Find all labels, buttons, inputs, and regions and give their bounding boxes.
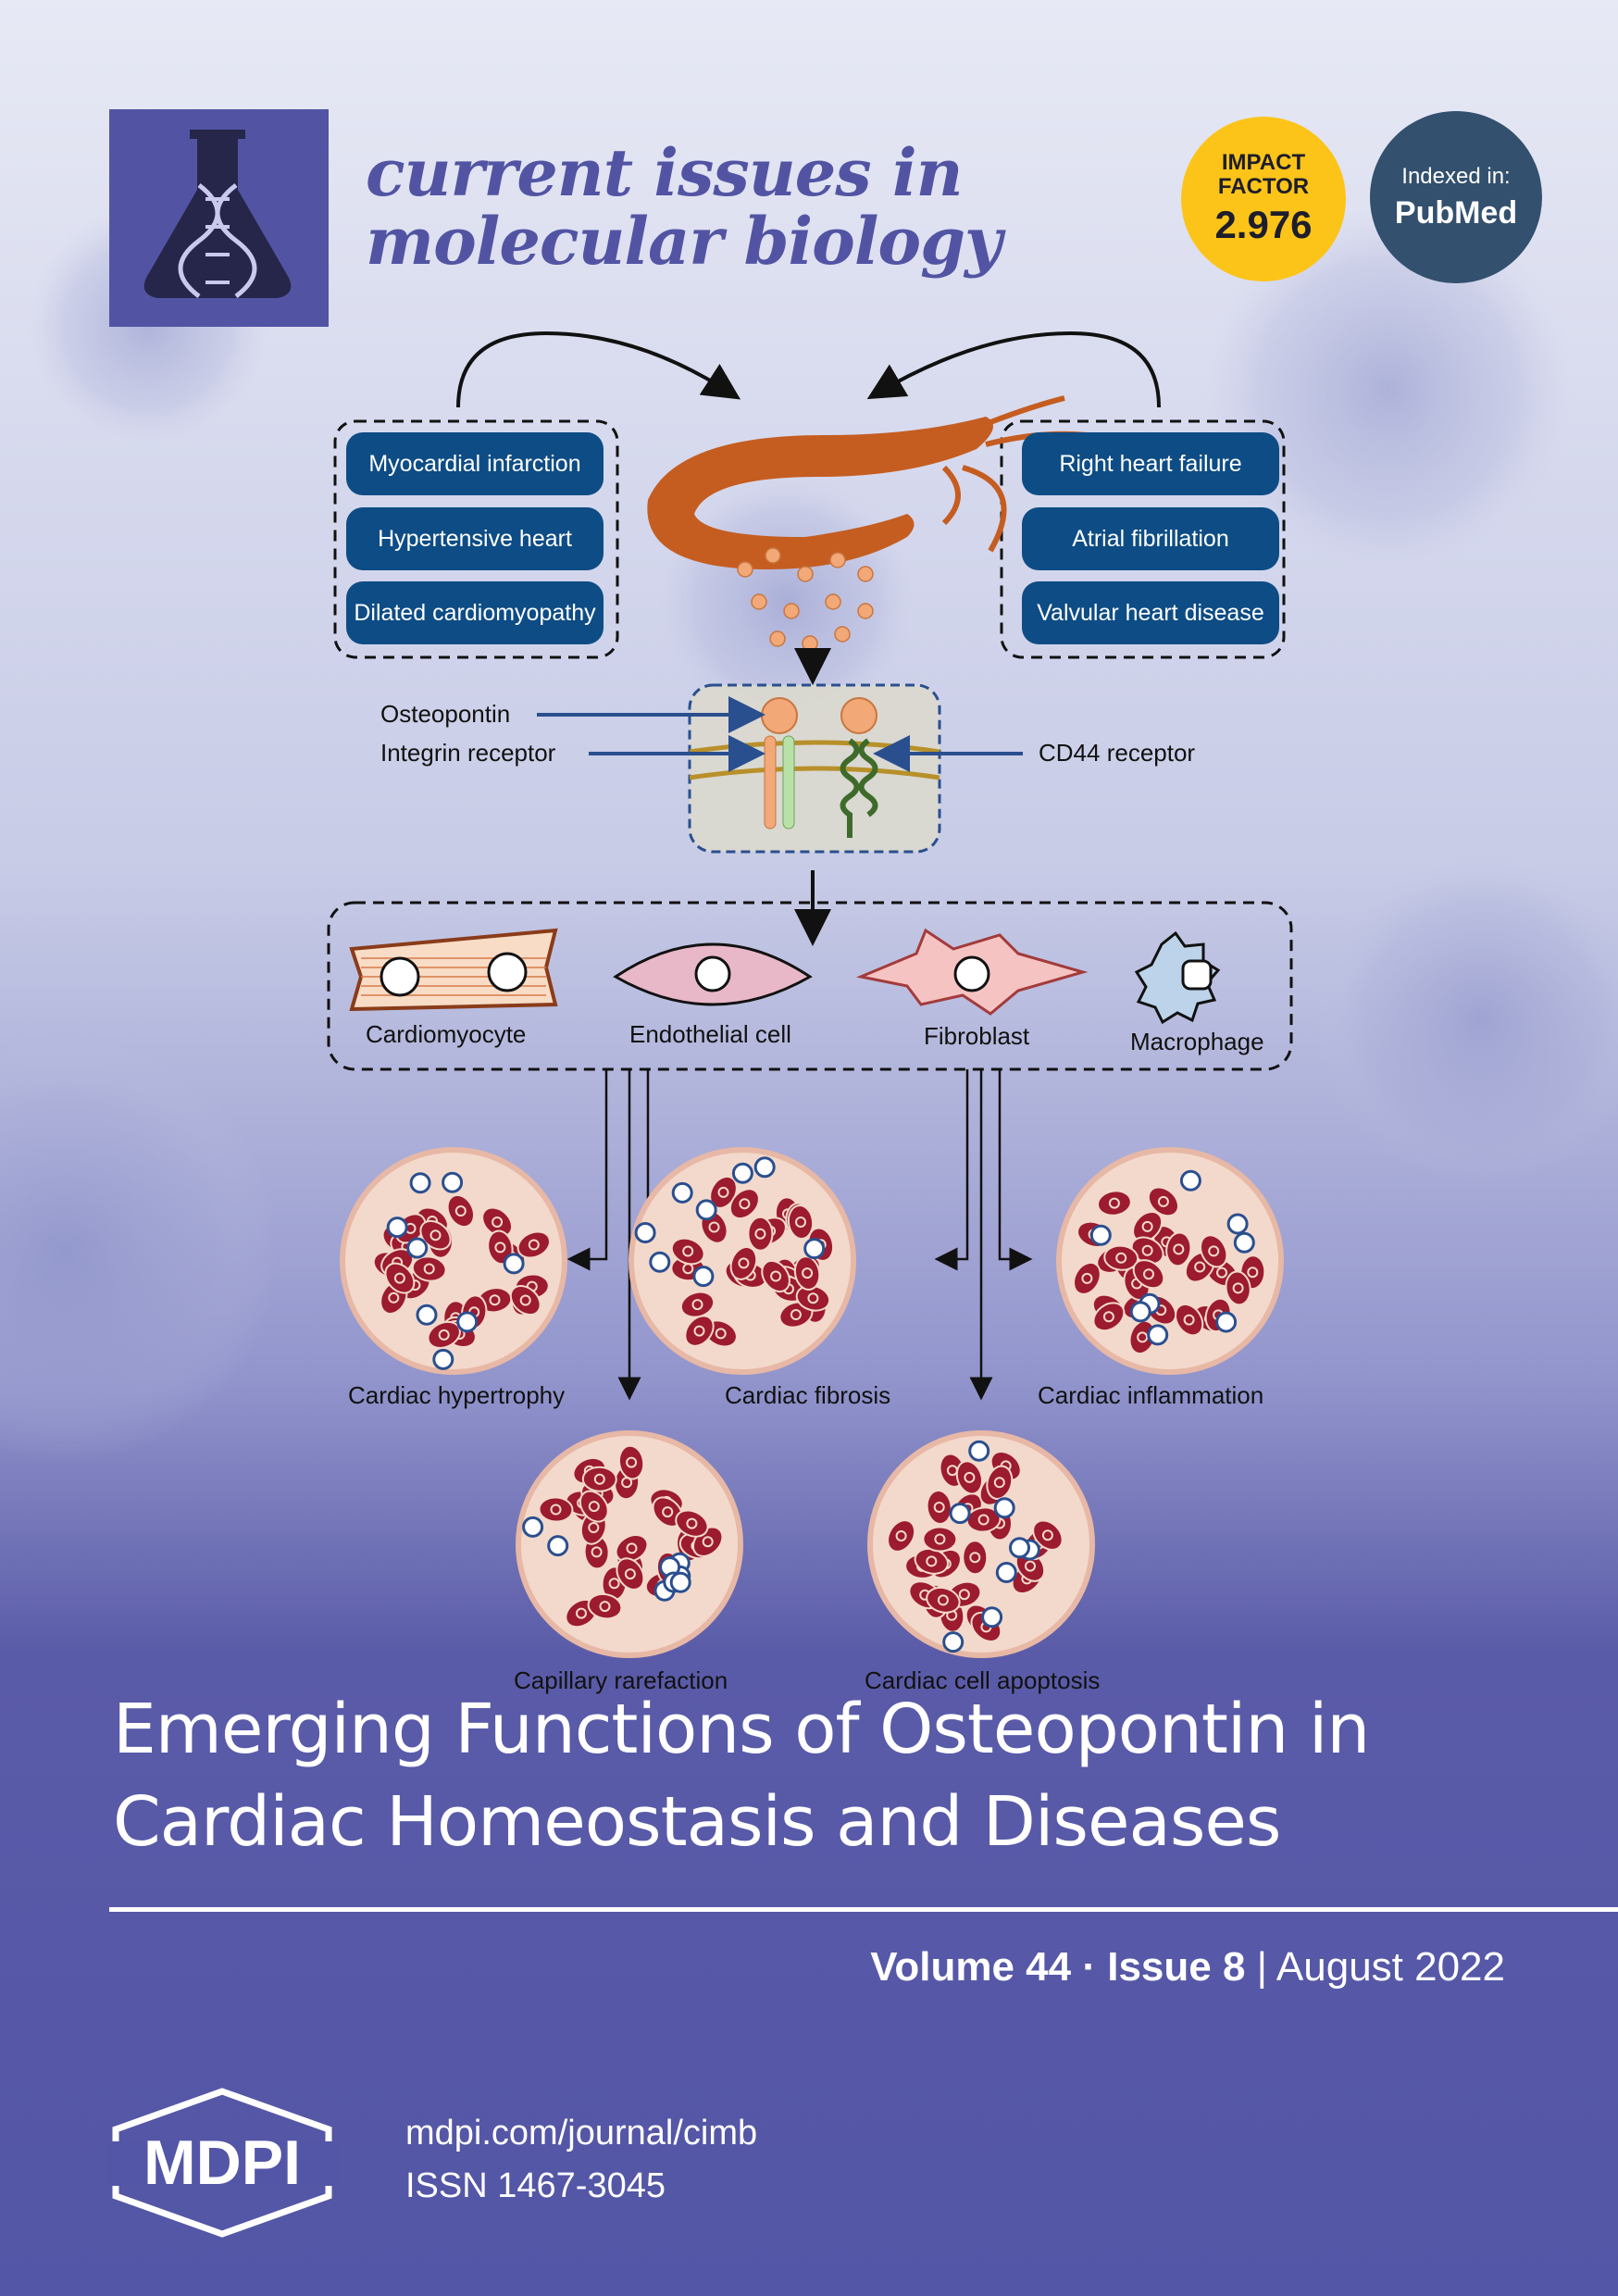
indexed-value: PubMed — [1394, 194, 1518, 231]
issue-info: Volume 44 · Issue 8 | August 2022 — [870, 1944, 1505, 1990]
pubmed-badge: Indexed in: PubMed — [1370, 111, 1542, 283]
receptor-membrane — [688, 683, 941, 854]
article-title: Emerging Functions of Osteopontin in Car… — [113, 1683, 1557, 1868]
volume: Volume 44 — [870, 1944, 1072, 1990]
article-title-line-2: Cardiac Homeostasis and Diseases — [113, 1782, 1281, 1862]
inflammation-tissue — [1056, 1147, 1284, 1375]
osteopontin-particles — [737, 547, 874, 652]
condition-pill: Right heart failure — [1022, 432, 1279, 495]
fibroblast-icon — [855, 928, 1089, 1016]
journal-logo — [109, 109, 329, 327]
issue-separator: · — [1071, 1944, 1108, 1990]
issue-bar: | — [1245, 1944, 1276, 1990]
cell-label: Fibroblast — [924, 1022, 1030, 1050]
condition-pill: Valvular heart disease — [1022, 581, 1279, 644]
hypertrophy-tissue — [340, 1147, 567, 1375]
outcome-label: Cardiac fibrosis — [725, 1381, 891, 1409]
outcome-label: Cardiac hypertrophy — [348, 1381, 566, 1409]
issue-date: August 2022 — [1276, 1944, 1505, 1990]
impact-label-2: FACTOR — [1217, 174, 1310, 199]
endothelial-cell-icon — [613, 942, 813, 1006]
issue-number: Issue 8 — [1107, 1944, 1246, 1990]
condition-pill: Hypertensive heart — [346, 507, 604, 570]
cell-label: Endothelial cell — [629, 1020, 791, 1048]
impact-label-1: IMPACT — [1221, 150, 1306, 175]
condition-pill: Dilated cardiomyopathy — [346, 581, 604, 644]
fibrosis-tissue — [629, 1147, 856, 1375]
issn: ISSN 1467-3045 — [405, 2166, 666, 2205]
article-title-line-1: Emerging Functions of Osteopontin in — [113, 1690, 1370, 1769]
journal-title-line-2: molecular biology — [366, 203, 1002, 280]
journal-title: current issues in molecular biology — [366, 139, 1002, 276]
outcome-label: Cardiac inflammation — [1038, 1381, 1264, 1409]
condition-pill: Atrial fibrillation — [1022, 507, 1279, 570]
title-divider — [109, 1907, 1618, 1912]
condition-pill: Myocardial infarction — [346, 432, 604, 495]
impact-value: 2.976 — [1214, 203, 1313, 246]
indexed-label: Indexed in: — [1401, 163, 1511, 189]
outcome-label: Capillary rarefaction — [514, 1666, 728, 1694]
mdpi-logo-text: MDPI — [143, 2128, 301, 2198]
cell-label: Cardiomyocyte — [366, 1020, 527, 1048]
journal-title-line-1: current issues in — [366, 134, 964, 211]
impact-factor-badge: IMPACT FACTOR 2.976 — [1181, 117, 1346, 281]
cd44-label: CD44 receptor — [1039, 739, 1196, 767]
cardiomyocyte-icon — [349, 928, 558, 1012]
osteopontin-label: Osteopontin — [380, 700, 511, 728]
outcome-label: Cardiac cell apoptosis — [865, 1666, 1101, 1694]
journal-url[interactable]: mdpi.com/journal/cimb — [405, 2114, 758, 2152]
apoptosis-tissue — [867, 1430, 1095, 1658]
cell-label: Macrophage — [1130, 1028, 1264, 1055]
macrophage-icon — [1134, 930, 1221, 1025]
mdpi-logo: MDPI — [106, 2088, 338, 2238]
rarefaction-tissue — [516, 1430, 743, 1658]
integrin-label: Integrin receptor — [380, 739, 556, 767]
